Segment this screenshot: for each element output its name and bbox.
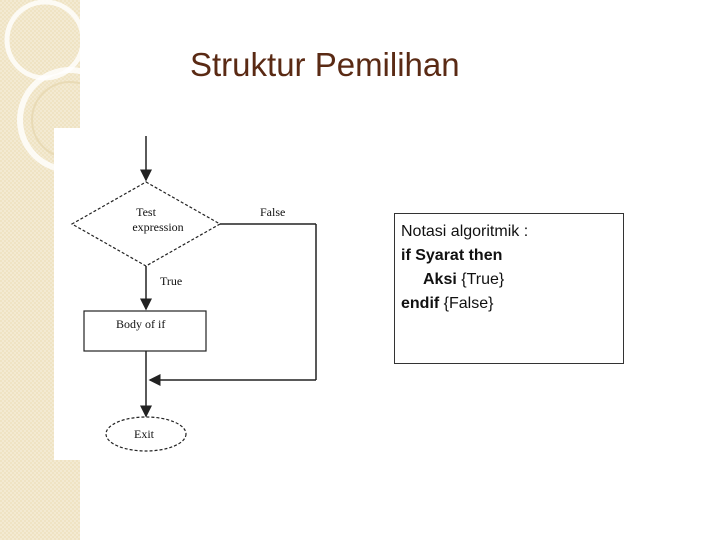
decision-label-line1: Test: [136, 205, 156, 219]
note-line-4-keyword: endif: [401, 295, 439, 312]
exit-label: Exit: [134, 427, 155, 441]
body-label: Body of if: [116, 317, 165, 331]
note-line-2: if Syarat then: [401, 244, 617, 268]
note-line-3: Aksi {True}: [401, 268, 617, 292]
algorithm-notation-box: Notasi algoritmik : if Syarat then Aksi …: [394, 213, 624, 364]
note-line-1: Notasi algoritmik :: [401, 220, 617, 244]
flowchart: Test expression False True Body of if Ex…: [54, 128, 326, 460]
false-label: False: [260, 205, 285, 219]
note-line-3-keyword: Aksi: [423, 271, 457, 288]
note-line-4: endif {False}: [401, 292, 617, 316]
true-label: True: [160, 274, 182, 288]
decision-label-line2: expression: [132, 220, 183, 234]
note-line-3-rest: {True}: [457, 271, 504, 288]
slide-title: Struktur Pemilihan: [190, 46, 460, 84]
note-line-4-rest: {False}: [439, 295, 493, 312]
